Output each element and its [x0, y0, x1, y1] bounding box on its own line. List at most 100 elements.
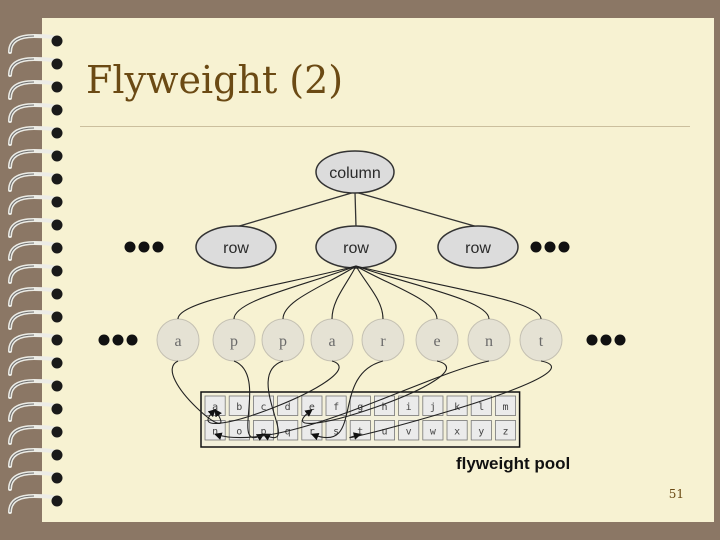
ring-shadow [9, 196, 35, 214]
ellipsis-dot [112, 334, 124, 346]
row-char-reference [355, 265, 438, 320]
column-label: column [329, 165, 381, 182]
pool-cell-box [373, 420, 395, 441]
ring-shadow [9, 403, 35, 421]
char-pool-reference [171, 360, 222, 424]
pool-cell-box [277, 420, 299, 441]
pool-cell: d [277, 395, 299, 416]
column-ellipse [315, 150, 395, 194]
char-node: t [519, 318, 563, 362]
binding-ring [8, 56, 63, 77]
char-pool-reference [207, 360, 340, 425]
binding-ring [8, 378, 63, 399]
pool-letter: t [357, 427, 363, 438]
page-number: 51 [668, 487, 684, 501]
ring-hole [51, 265, 63, 277]
char-ellipsis-right [586, 334, 626, 346]
pool-cell: f [325, 395, 347, 416]
binding-ring [8, 332, 63, 353]
char-label: r [380, 333, 386, 350]
binding-ring [8, 493, 63, 514]
ellipsis-dot [586, 334, 598, 346]
ring-hole [51, 150, 63, 162]
binding-ring [8, 33, 63, 54]
row-label: row [465, 240, 491, 257]
ring-shadow [9, 104, 35, 122]
row-char-reference [355, 265, 384, 320]
pool-letter: n [212, 427, 218, 438]
pool-letter: e [309, 402, 315, 413]
ring-shadow [9, 472, 35, 490]
char-pool-reference [301, 360, 448, 424]
char-node: e [415, 318, 459, 362]
pool-cell: a [204, 395, 226, 416]
pool-letter: r [309, 427, 315, 438]
char-label: p [279, 333, 287, 350]
pool-letter: u [381, 427, 387, 438]
ring-shadow [9, 311, 35, 329]
ellipsis-dot [152, 241, 164, 253]
pool-letter: c [260, 402, 266, 413]
ring-shadow [9, 288, 35, 306]
column-row-edge [354, 191, 357, 228]
binding-ring [8, 401, 63, 422]
pool-cell: i [398, 395, 420, 416]
char-pool-reference [214, 360, 490, 440]
pool-cell-box [422, 420, 444, 441]
ring-shadow [9, 495, 35, 513]
ring-hole [51, 357, 63, 369]
title-divider [80, 126, 690, 127]
row-ellipsis-right [530, 241, 570, 253]
ring-hole [51, 196, 63, 208]
binding-ring [8, 194, 63, 215]
pool-cell-box [470, 395, 492, 416]
pool-letter: k [454, 402, 460, 413]
pool-cell: m [494, 395, 516, 416]
ring-shadow [9, 357, 35, 375]
slide-title: Flyweight (2) [86, 58, 344, 102]
pool-cell-box [252, 395, 274, 416]
pool-letter: y [478, 427, 484, 438]
char-label: a [174, 333, 181, 350]
char-node: a [310, 318, 354, 362]
pool-cell: q [277, 420, 299, 441]
row-char-reference [355, 265, 490, 320]
binding-ring [8, 286, 63, 307]
pool-cell: o [228, 420, 250, 441]
binding-ring [8, 217, 63, 238]
ring-shadow [9, 449, 35, 467]
ring-hole [51, 104, 63, 116]
ring-shadow [9, 334, 35, 352]
ring-hole [51, 173, 63, 185]
ring-hole [51, 242, 63, 254]
ellipsis-dot [138, 241, 150, 253]
char-label: n [485, 333, 493, 350]
pool-letter: o [236, 427, 242, 438]
ring-shadow [9, 35, 35, 53]
pool-cell: b [228, 395, 250, 416]
binding-ring [8, 148, 63, 169]
pool-letter: z [502, 427, 508, 438]
char-node: p [212, 318, 256, 362]
pool-label: flyweight pool [456, 454, 570, 473]
pool-letter: w [430, 427, 437, 438]
ring-shadow [9, 242, 35, 260]
pool-letter: d [285, 402, 291, 413]
ring-hole [51, 472, 63, 484]
ring-shadow [9, 58, 35, 76]
row-ellipse [195, 225, 277, 269]
binding-ring [8, 240, 63, 261]
ring-hole [51, 495, 63, 507]
row-label: row [223, 240, 249, 257]
ellipsis-dot [558, 241, 570, 253]
binding-ring [8, 355, 63, 376]
ring-hole [51, 380, 63, 392]
binding-ring [8, 470, 63, 491]
ring-shadow [9, 127, 35, 145]
pool-cell: y [470, 420, 492, 441]
ring-hole [51, 288, 63, 300]
binding-ring [8, 447, 63, 468]
ring-hole [51, 403, 63, 415]
pool-cell: c [252, 395, 274, 416]
